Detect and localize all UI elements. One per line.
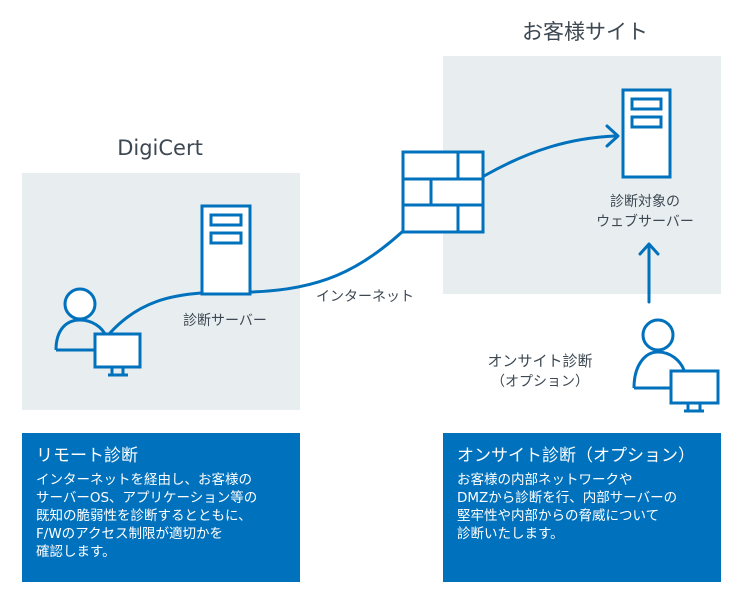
connection-line-internet bbox=[249, 230, 404, 294]
onsite-label-1: オンサイト診断 bbox=[487, 352, 593, 370]
card-title: リモート診断 bbox=[36, 446, 138, 466]
onsite-diagnosis-card: オンサイト診断（オプション） お客様の内部ネットワークや DMZから診断を行、内… bbox=[443, 433, 721, 582]
onsite-user-icon bbox=[632, 318, 686, 390]
digicert-title: DigiCert bbox=[117, 136, 203, 160]
card-body: お客様の内部ネットワークや DMZから診断を行、内部サーバーの 堅牢性や内部から… bbox=[457, 472, 678, 542]
firewall-icon bbox=[401, 150, 485, 234]
web-server-label-2: ウェブサーバー bbox=[596, 214, 694, 230]
digicert-server-label: 診断サーバー bbox=[183, 313, 267, 329]
internet-label: インターネット bbox=[316, 289, 414, 305]
arrow-icon bbox=[605, 124, 620, 148]
connection-line-remote bbox=[108, 291, 203, 335]
remote-diagnosis-card: リモート診断 インターネットを経由し、お客様の サーバーOS、アプリケーション等… bbox=[22, 433, 300, 582]
web-server-label-1: 診断対象の bbox=[610, 194, 680, 210]
onsite-label-2: （オプション） bbox=[491, 374, 589, 390]
onsite-monitor-icon bbox=[669, 369, 720, 413]
server-icon bbox=[200, 204, 252, 296]
user-icon bbox=[54, 287, 108, 352]
monitor-icon bbox=[93, 332, 142, 377]
customer-title: お客様サイト bbox=[522, 20, 648, 44]
customer-zone bbox=[443, 56, 721, 294]
card-title: オンサイト診断（オプション） bbox=[457, 446, 695, 466]
arrow-up-icon bbox=[638, 242, 660, 256]
web-server-icon bbox=[621, 88, 672, 179]
card-body: インターネットを経由し、お客様の サーバーOS、アプリケーション等の 既知の脆弱… bbox=[36, 472, 258, 560]
connection-line-customer bbox=[482, 134, 617, 178]
